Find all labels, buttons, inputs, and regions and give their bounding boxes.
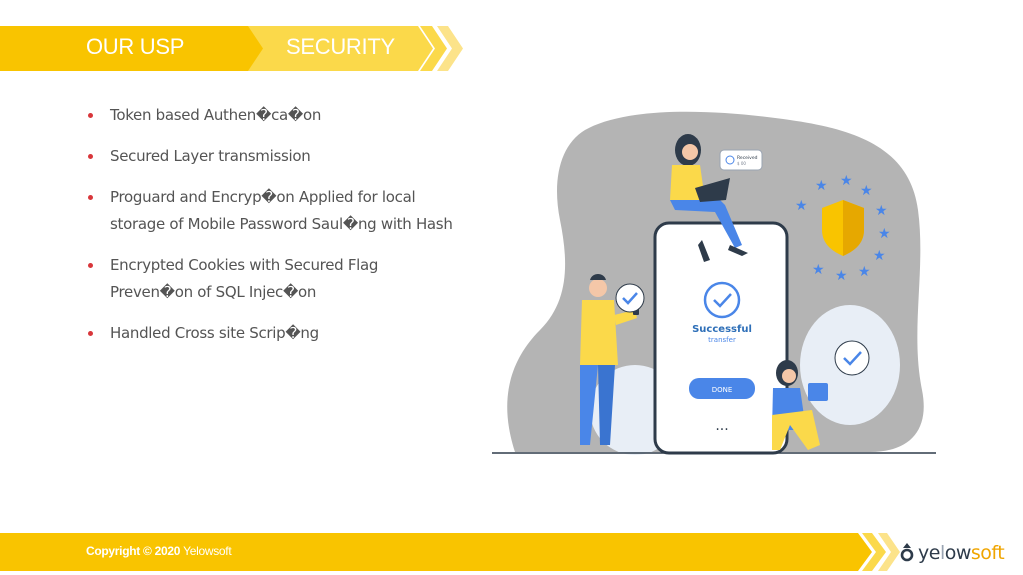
list-item: Proguard and Encryp�on Applied for local…: [88, 184, 488, 238]
notification-title: Received: [737, 155, 758, 161]
woman-sitting-figure: [772, 340, 870, 450]
svg-text:★: ★: [860, 183, 873, 199]
security-illustration: ★ ★ ★ ★ ★ ★ ★ ★ ★ ★ Successful transfer …: [492, 111, 936, 455]
notification-subtitle: $ 00: [737, 161, 746, 166]
done-button[interactable]: [689, 378, 755, 399]
list-item-text: Handled Cross site Scrip�ng: [110, 324, 319, 342]
bullet-icon: [88, 263, 93, 268]
svg-text:★: ★: [795, 198, 808, 214]
list-item: Encrypted Cookies with Secured Flag Prev…: [88, 252, 488, 306]
list-item-text: Preven�on of SQL Injec�on: [110, 283, 317, 301]
footer-banner-shape: [0, 533, 900, 571]
svg-text:★: ★: [875, 203, 888, 219]
copyright-brand: Yelowsoft: [183, 544, 232, 558]
header-banner: OUR USP SECURITY: [0, 26, 470, 71]
bullet-icon: [88, 331, 93, 336]
header-banner-shape: [0, 26, 463, 71]
logo-mark-icon: [900, 543, 914, 562]
list-item: Handled Cross site Scrip�ng: [88, 320, 488, 347]
phone-frame: [653, 221, 789, 455]
bullet-icon: [88, 195, 93, 200]
logo-text-part2: ow: [944, 542, 972, 564]
footer-banner: Copyright © 2020 Yelowsoft: [0, 533, 900, 571]
list-item-text: Encrypted Cookies with Secured Flag: [110, 256, 379, 274]
notification-bubble: [719, 149, 763, 171]
list-item-text: Token based Authen�ca�on: [110, 106, 322, 124]
done-button-label: DONE: [712, 386, 733, 394]
logo-text-separator: l: [939, 542, 945, 564]
svg-text:★: ★: [858, 264, 871, 280]
bullet-icon: [88, 113, 93, 118]
svg-text:★: ★: [815, 178, 828, 194]
list-item-text: Proguard and Encryp�on Applied for local: [110, 188, 416, 206]
copyright-prefix: Copyright © 2020: [86, 544, 181, 558]
svg-text:★: ★: [878, 226, 891, 242]
bullet-icon: [88, 154, 93, 159]
page-title: OUR USP: [86, 34, 185, 59]
phone-dots: ...: [715, 418, 728, 434]
stars-ring-icon: ★ ★ ★ ★ ★ ★ ★ ★ ★ ★: [795, 173, 891, 284]
phone-title: Successful: [692, 324, 752, 335]
feature-list: Token based Authen�ca�on Secured Layer t…: [88, 102, 488, 361]
list-item-text: storage of Mobile Password Saul�ng with …: [110, 215, 453, 233]
logo-text-part3: soft: [970, 542, 1005, 564]
man-with-phone-figure: [580, 274, 645, 445]
svg-text:★: ★: [812, 262, 825, 278]
list-item: Token based Authen�ca�on: [88, 102, 488, 129]
svg-text:★: ★: [840, 173, 853, 189]
section-title: SECURITY: [286, 34, 395, 59]
list-item: Secured Layer transmission: [88, 143, 488, 170]
svg-text:★: ★: [873, 248, 886, 264]
svg-text:★: ★: [835, 268, 848, 284]
list-item-text: Secured Layer transmission: [110, 147, 311, 165]
logo-text-part1: ye: [918, 542, 940, 564]
phone-subtitle: transfer: [708, 336, 736, 344]
copyright-text: Copyright © 2020 Yelowsoft: [86, 544, 232, 558]
check-circle-icon: [703, 281, 741, 319]
woman-with-laptop-figure: [670, 134, 748, 262]
